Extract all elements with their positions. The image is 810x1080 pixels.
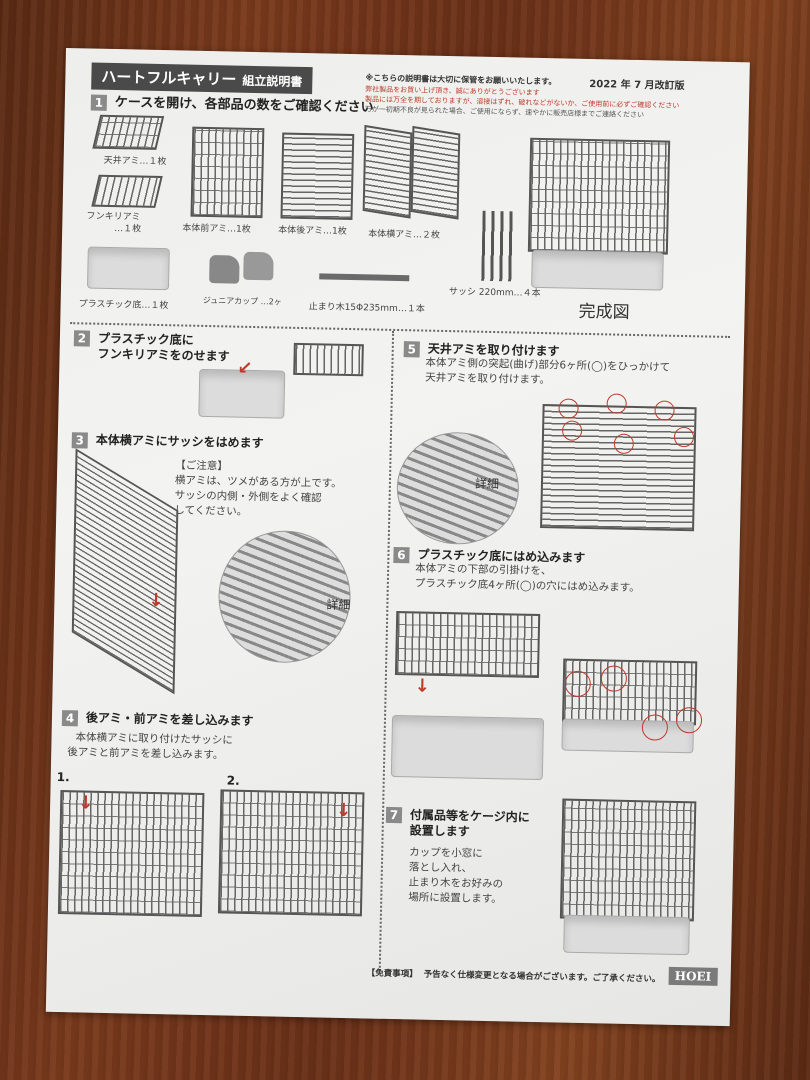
step-6-text: 本体アミの下部の引掛けを、プラスチック底4ヶ所(◯)の穴にはめ込みます。 xyxy=(414,562,640,595)
caution-note: 【ご注意】横アミは、ツメがある方が上です。サッシの内側・外側をよく確認してくださ… xyxy=(174,459,342,518)
plastic-base-image xyxy=(390,714,545,781)
arrow-down-icon: ↓ xyxy=(77,792,94,814)
completed-label: 完成図 xyxy=(578,301,630,323)
divider xyxy=(378,330,395,971)
step-badge: 4 xyxy=(61,709,79,726)
hole-marker xyxy=(675,706,703,734)
disclaimer: 【免責事項】 予告なく仕様変更となる場合がございます。ご了承ください。 xyxy=(366,968,661,985)
sash-image xyxy=(481,210,517,282)
cage-base-fit-tray xyxy=(561,718,695,754)
substep-2-label: 2. xyxy=(226,773,240,788)
completed-cage-base xyxy=(531,249,664,291)
perch-image xyxy=(319,273,410,282)
quality-notice: 弊社製品をお買い上げ頂き、誠にありがとうございます 製品には万全を期しております… xyxy=(364,85,680,120)
part-label: 本体横アミ…２枚 xyxy=(368,229,441,241)
dropping-mesh-image xyxy=(91,174,163,208)
part-label: 止まり木15Φ235mm…１本 xyxy=(308,302,425,315)
dropping-mesh-image xyxy=(293,342,364,377)
step-badge: 1 xyxy=(90,94,108,111)
cup-image xyxy=(243,251,274,281)
step-5-text: 本体アミ側の突起(曲げ)部分6ヶ所(◯)をひっかけて天井アミを取り付けます。 xyxy=(425,356,671,387)
side-mesh-with-sash-image xyxy=(71,448,179,695)
part-label: プラスチック底…１枚 xyxy=(78,299,169,312)
instruction-sheet: ハートフルキャリー組立説明書 ※こちらの説明書は大切に保管をお願いいたします。 … xyxy=(45,48,750,1027)
arrow-down-icon: ↓ xyxy=(414,675,431,697)
cup-image xyxy=(209,255,240,284)
side-mesh-image xyxy=(362,124,413,219)
front-mesh-image xyxy=(190,126,265,219)
step-badge: 7 xyxy=(385,806,403,824)
side-mesh-image xyxy=(410,125,461,220)
part-label: …１枚 xyxy=(114,224,142,235)
detail-zoom-image xyxy=(395,431,521,546)
completed-cage-image xyxy=(527,137,671,255)
plastic-base-image xyxy=(86,246,170,291)
step-badge: 3 xyxy=(71,431,88,449)
cage-bottom-image xyxy=(394,611,541,679)
part-label: 本体後アミ…1枚 xyxy=(278,225,347,237)
step-badge: 5 xyxy=(403,340,420,357)
arrow-down-icon: ↓ xyxy=(335,799,352,822)
completed-cage-base xyxy=(563,914,690,956)
arrow-down-icon: ↓ xyxy=(148,589,164,612)
step-4-text: 本体横アミに取り付けたサッシに後アミと前アミを差し込みます。 xyxy=(67,731,233,762)
arrow-icon: ↙ xyxy=(237,357,253,379)
hoei-logo: HOEI xyxy=(668,966,718,986)
step-7-text: カップを小窓に落とし入れ、止まり木をお好みの場所に設置します。 xyxy=(408,846,504,906)
detail-label: 詳細 xyxy=(326,597,351,613)
part-label: サッシ 220mm…４本 xyxy=(448,287,541,299)
step-badge: 6 xyxy=(393,546,410,563)
step-badge: 2 xyxy=(73,330,91,347)
substep-1-label: 1. xyxy=(56,769,70,785)
detail-label: 詳細 xyxy=(474,476,500,492)
part-label: 本体前アミ…1枚 xyxy=(182,223,251,235)
part-label: ジュニアカップ …2ヶ xyxy=(202,295,282,307)
back-mesh-image xyxy=(280,132,355,221)
sheet-title: ハートフルキャリー組立説明書 xyxy=(91,62,313,95)
part-label: 天井アミ…１枚 xyxy=(103,155,167,168)
top-mesh-image xyxy=(92,114,165,150)
completed-cage-image xyxy=(559,798,697,922)
